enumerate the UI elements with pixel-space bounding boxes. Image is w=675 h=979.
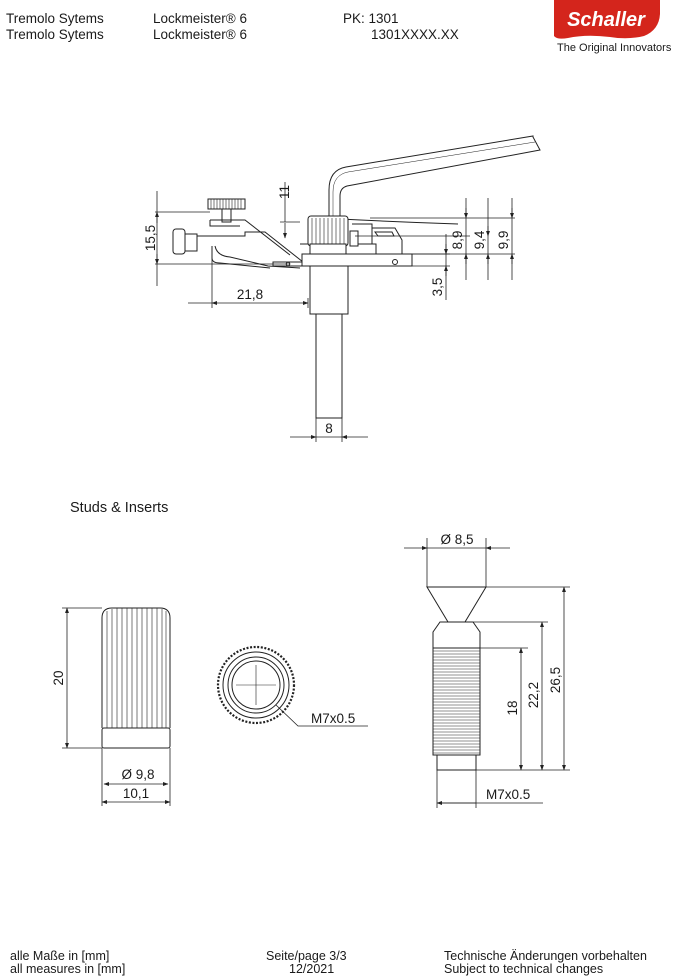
lockmeister-side-view (172, 135, 541, 419)
footer-note-en: Subject to technical changes (444, 962, 604, 976)
model-label: Lockmeister® 6 (153, 27, 247, 42)
insert-top-view (216, 645, 368, 727)
dim-21-8: 21,8 (237, 287, 263, 302)
dim-stud-head-dia: Ø 8,5 (440, 532, 473, 547)
dim-15-5: 15,5 (143, 225, 158, 251)
series-label: Tremolo Sytems (6, 11, 104, 26)
dim-3-5: 3,5 (430, 278, 445, 297)
dimension-lines-stud (404, 538, 570, 808)
footer-page: Seite/page 3/3 (266, 949, 347, 963)
dim-insert-height: 20 (51, 670, 66, 685)
footer-units-en: all measures in [mm] (10, 962, 126, 976)
dim-stud-22-2: 22,2 (526, 682, 541, 708)
logo-brand: Schaller (567, 9, 646, 31)
dim-stud-18: 18 (505, 700, 520, 715)
dim-insert-outer-dia: 10,1 (123, 786, 149, 801)
pk-label: PK: 1301 (343, 11, 399, 26)
dim-11: 11 (277, 185, 292, 199)
dim-8: 8 (325, 421, 333, 436)
model-label: Lockmeister® 6 (153, 11, 247, 26)
insert-side-view (101, 607, 171, 749)
stud-thread-label: M7x0.5 (486, 787, 530, 802)
dim-8-9: 8,9 (450, 231, 465, 250)
dimension-lines-top (155, 182, 515, 442)
stud-side-view (426, 586, 487, 771)
dim-9-4: 9,4 (472, 230, 487, 249)
schaller-logo: Schaller (554, 0, 660, 39)
dimension-lines-insert (62, 607, 171, 806)
section-title: Studs & Inserts (70, 500, 169, 516)
series-label: Tremolo Sytems (6, 27, 104, 42)
logo-tagline: The Original Innovators (557, 42, 672, 54)
insert-thread-label: M7x0.5 (311, 711, 355, 726)
dim-9-9: 9,9 (496, 231, 511, 250)
footer-units-de: alle Maße in [mm] (10, 949, 110, 963)
footer-note-de: Technische Änderungen vorbehalten (444, 949, 647, 963)
footer-date: 12/2021 (289, 962, 335, 976)
dim-insert-inner-dia: Ø 9,8 (121, 767, 154, 782)
dim-stud-26-5: 26,5 (548, 667, 563, 693)
article-number: 1301XXXX.XX (371, 27, 459, 42)
